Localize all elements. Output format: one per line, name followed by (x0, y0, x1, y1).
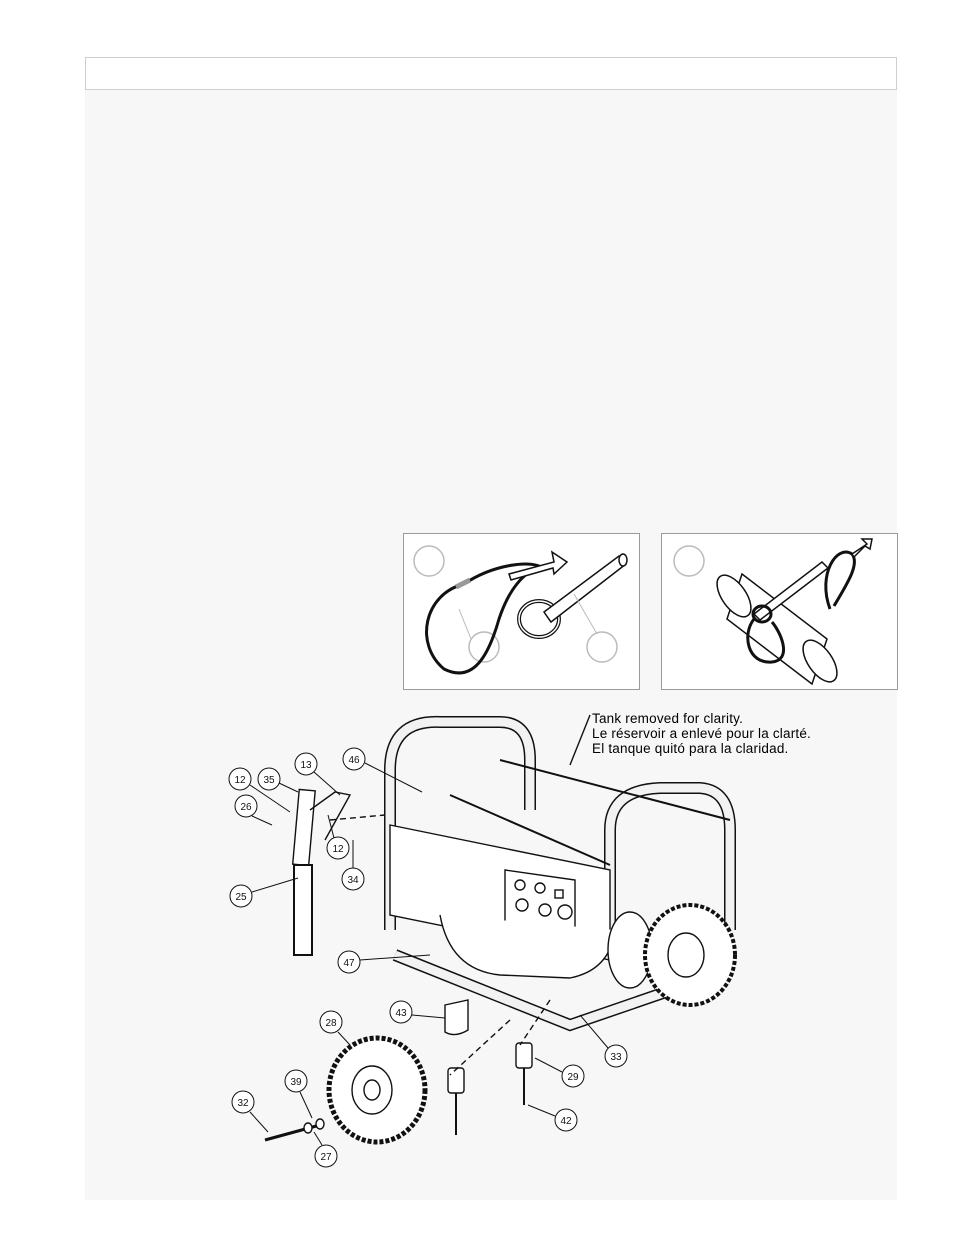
callout-47: 47 (337, 950, 431, 974)
svg-text:43: 43 (395, 1008, 407, 1019)
note-line-fr: Le réservoir a enlevé pour la clarté. (592, 726, 812, 741)
svg-text:42: 42 (560, 1116, 572, 1127)
callout-39: 39 (284, 1069, 313, 1119)
svg-text:33: 33 (610, 1052, 622, 1063)
svg-text:12: 12 (234, 775, 246, 786)
svg-text:35: 35 (263, 775, 275, 786)
svg-text:28: 28 (325, 1018, 337, 1029)
callout-33: 33 (579, 1014, 628, 1068)
diagram-note: Tank removed for clarity. Le réservoir a… (592, 711, 811, 756)
callout-35: 35 (257, 767, 299, 793)
generator-frame-drawing: 12 35 13 46 26 12 (228, 714, 737, 1168)
note-line-es: El tanque quitó para la claridad. (592, 741, 789, 756)
callout-32: 32 (231, 1090, 269, 1133)
pin-lanyard-inset (403, 533, 640, 690)
callout-29: 29 (534, 1057, 585, 1088)
svg-text:26: 26 (240, 802, 252, 813)
svg-text:29: 29 (567, 1072, 579, 1083)
svg-text:39: 39 (290, 1077, 302, 1088)
pin-lanyard-illustration (413, 545, 628, 675)
svg-text:32: 32 (237, 1098, 249, 1109)
svg-text:46: 46 (348, 755, 360, 766)
svg-text:25: 25 (235, 892, 247, 903)
pin-installed-inset (661, 533, 898, 690)
generator-exploded-diagram: 12 35 13 46 26 12 (210, 700, 850, 1180)
svg-text:27: 27 (320, 1152, 332, 1163)
callout-26: 26 (234, 794, 273, 826)
pin-installed-illustration (673, 538, 873, 686)
callout-13: 13 (294, 752, 341, 796)
svg-text:12: 12 (332, 844, 344, 855)
callout-12b: 12 (326, 814, 350, 860)
svg-text:13: 13 (300, 760, 312, 771)
callout-43: 43 (389, 1000, 446, 1024)
svg-text:47: 47 (343, 958, 355, 969)
callout-27: 27 (313, 1131, 338, 1168)
callout-46: 46 (342, 747, 423, 793)
svg-text:34: 34 (347, 875, 359, 886)
callout-28: 28 (319, 1010, 351, 1046)
callout-34: 34 (341, 840, 365, 891)
callout-12a: 12 (228, 767, 291, 813)
callout-42: 42 (527, 1104, 578, 1132)
note-line-en: Tank removed for clarity. (592, 711, 744, 726)
header-bar (85, 57, 897, 90)
callout-25: 25 (229, 877, 299, 908)
